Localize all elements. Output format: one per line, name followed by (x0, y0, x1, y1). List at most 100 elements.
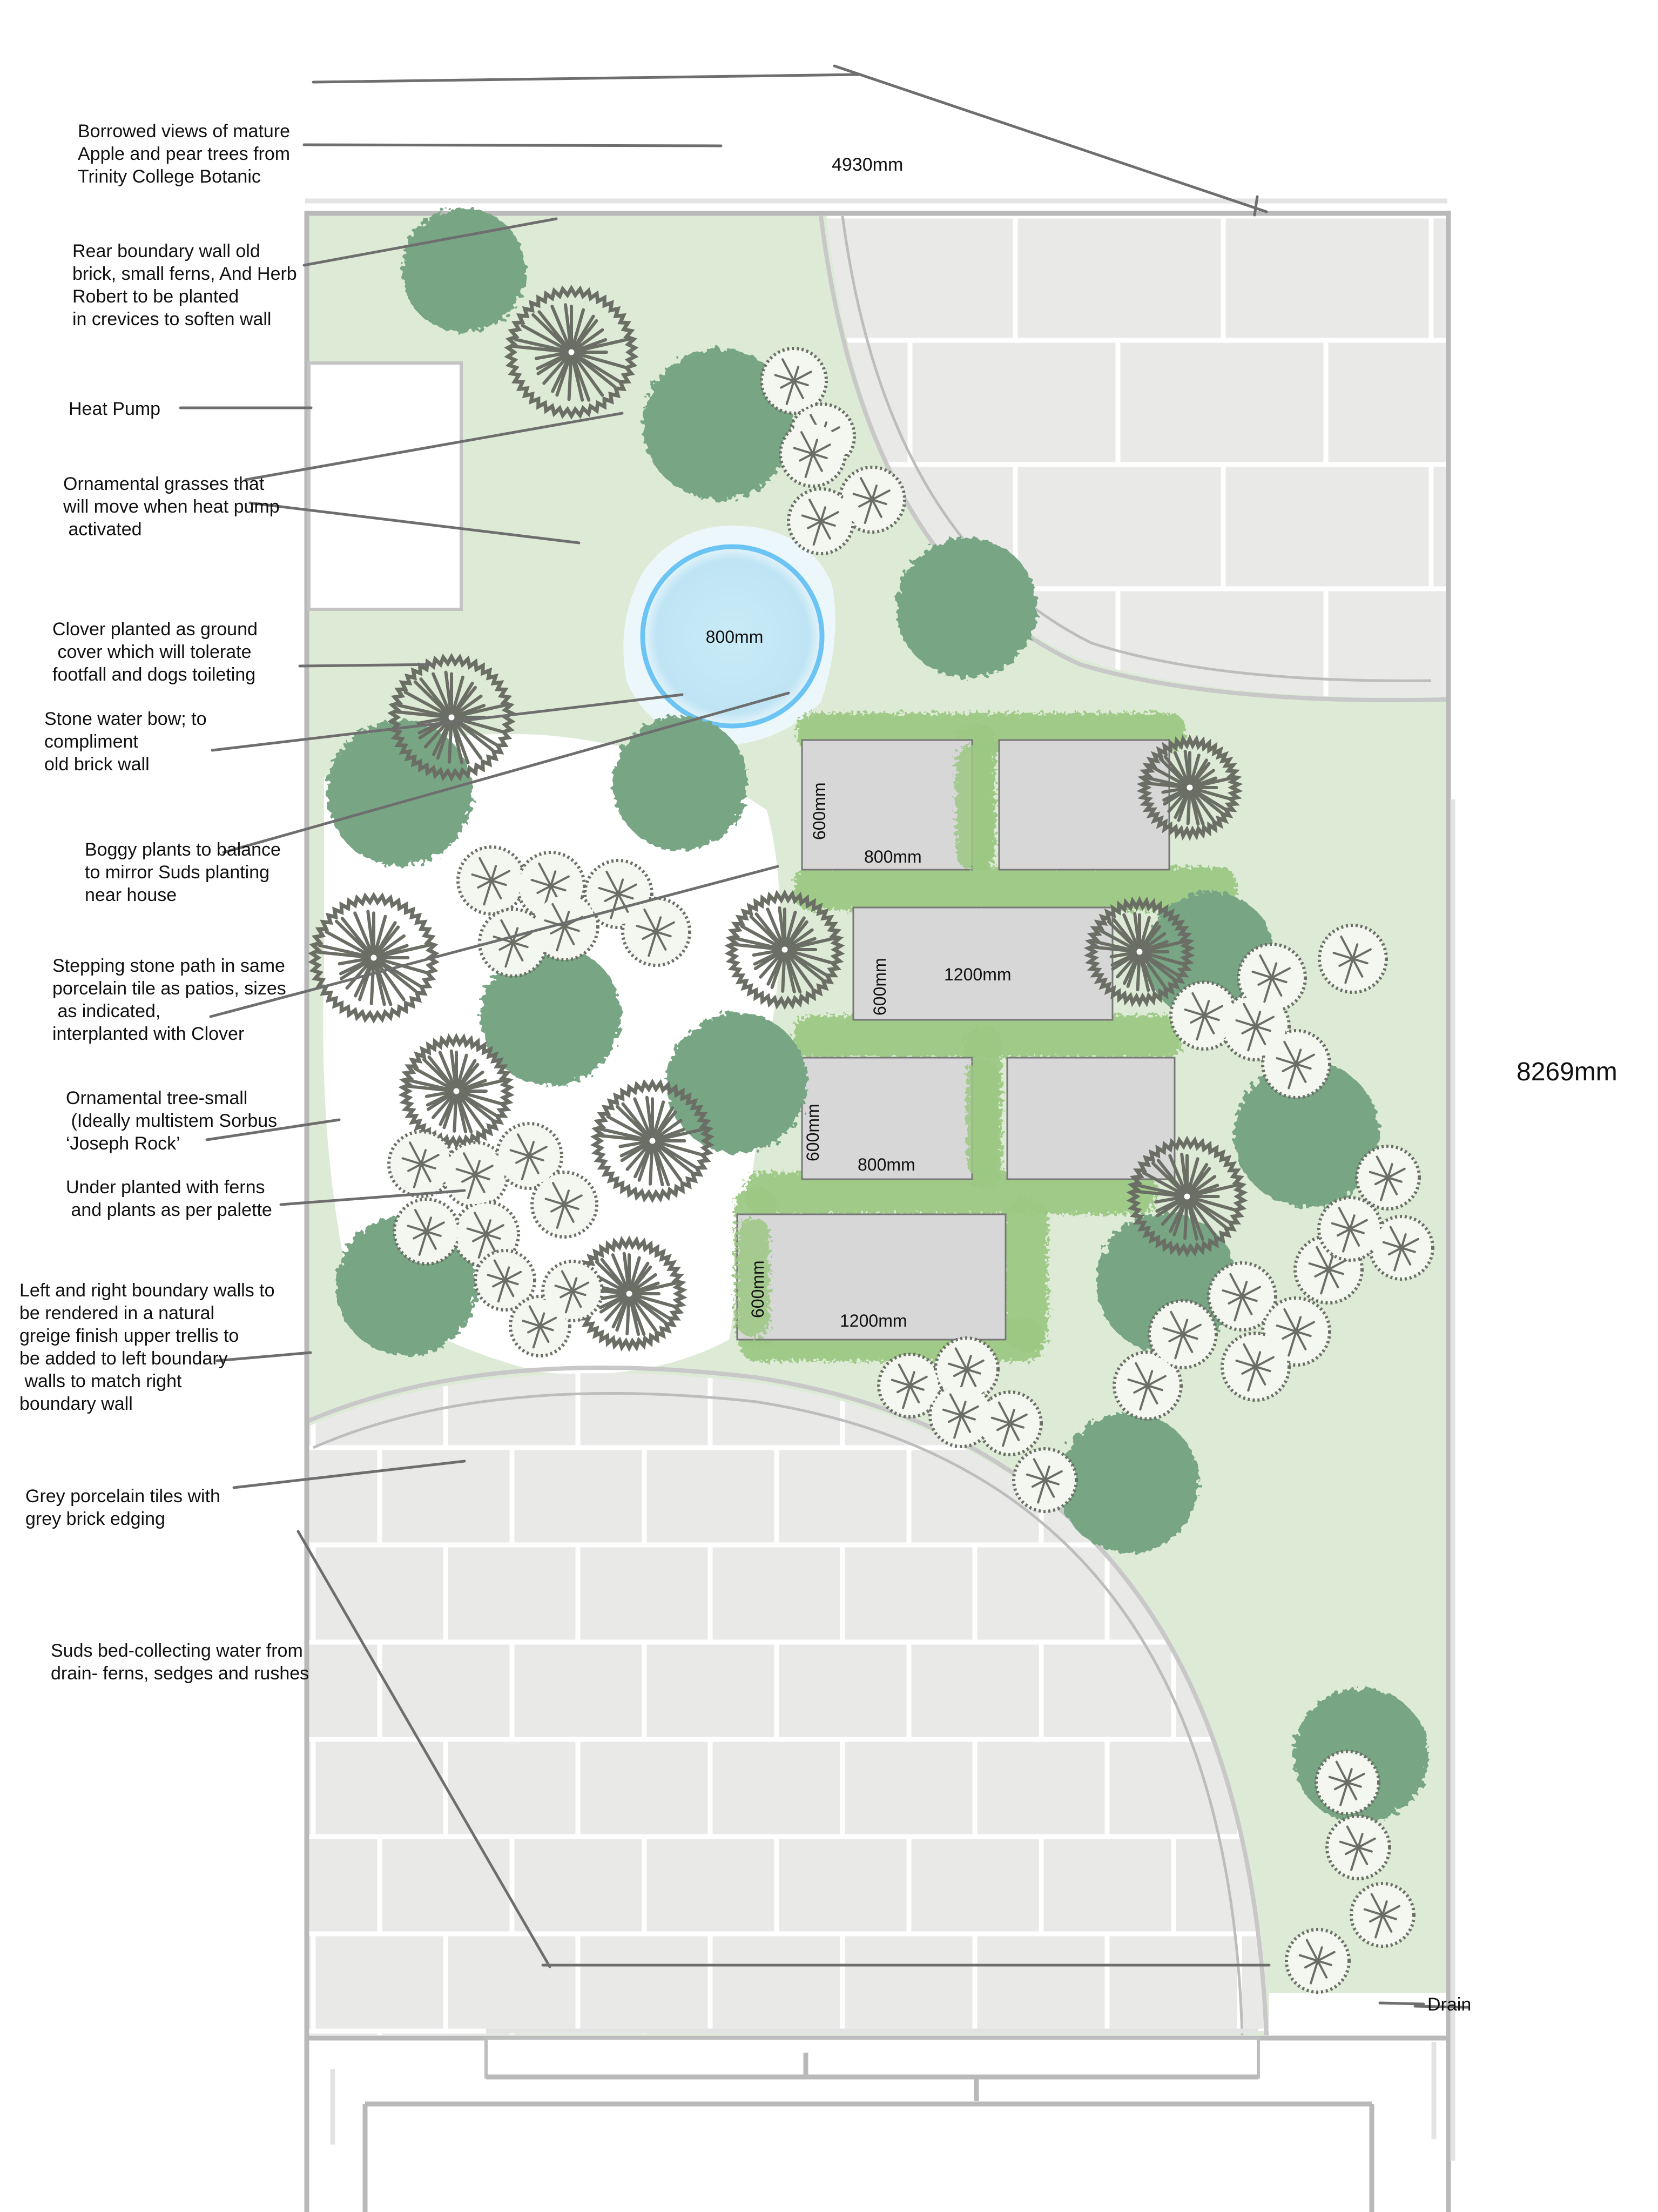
annotation-line: Grey porcelain tiles with (25, 1486, 220, 1507)
paving-tile (1323, 338, 1446, 467)
shrub-symbol (1059, 1413, 1199, 1553)
annotation-line: be rendered in a natural (19, 1303, 214, 1323)
paving-tile (509, 1639, 647, 1742)
stone-row3-width: 800mm (858, 1155, 915, 1174)
shrub-symbol (613, 716, 748, 851)
paving-tile (1013, 462, 1226, 591)
boundary-walls (304, 198, 1455, 2212)
paving-tile (1221, 462, 1434, 591)
paving-tile (906, 1639, 1044, 1742)
paving-tile (309, 2028, 382, 2035)
stone-row3-height: 600mm (803, 1104, 823, 1161)
paving-tile (840, 1931, 978, 2034)
annotation-clover: Clover planted as ground cover which wil… (52, 619, 258, 685)
ornamental-grass-symbol (308, 891, 440, 1024)
fern-cluster-symbol (1169, 924, 1388, 1099)
fern-cluster-symbol (456, 845, 691, 978)
annotation-line: footfall and dogs toileting (52, 664, 255, 685)
paving-tile (1039, 1834, 1176, 1937)
house-patio-edge-inner (312, 1392, 1244, 2035)
rear-patio-edge (819, 216, 1446, 703)
fern-cluster-symbol (760, 347, 906, 555)
paving-tile (377, 2028, 515, 2035)
house-step (484, 2036, 1260, 2079)
annotation-line: activated (63, 519, 142, 540)
leader-porcelain-tiles (232, 1460, 466, 1489)
annotation-line: Ornamental grasses that (63, 474, 265, 494)
shrub-symbol (643, 348, 794, 500)
paving-tile (972, 1542, 1110, 1645)
annotation-line: compliment (44, 731, 138, 752)
annotation-line: cover which will tolerate (52, 642, 251, 662)
fern-cluster-symbol (1285, 1750, 1416, 1994)
annotation-ornamental-tree: Ornamental tree-small (Ideally multistem… (66, 1088, 277, 1154)
annotation-line: as indicated, (52, 1001, 160, 1021)
stepping-stone (801, 1057, 973, 1180)
annotation-leaders (179, 143, 1470, 2009)
annotation-line: Robert to be planted (72, 286, 239, 307)
paving-tile (840, 1542, 978, 1645)
paving-tile (1104, 1931, 1242, 2034)
stone-row2-width: 1200mm (944, 965, 1012, 984)
ornamental-grass-symbol (590, 1078, 715, 1204)
shrub-symbol (401, 208, 525, 332)
width-tick (1253, 195, 1259, 217)
stone-row2-height: 600mm (870, 958, 889, 1016)
annotation-line: Left and right boundary walls to (19, 1280, 275, 1301)
paving-tile (1221, 215, 1434, 343)
width-dimension-line (833, 64, 1268, 213)
drain-channel (1269, 1993, 1446, 2035)
paving-tile (642, 1445, 779, 1548)
annotation-line: Heat Pump (69, 399, 160, 419)
annotation-line: Clover planted as ground (52, 619, 258, 640)
paving-tile (1428, 215, 1446, 343)
leader-boggy-plants (222, 691, 790, 854)
paving-tile (575, 1931, 713, 2034)
stone-row1-width: 800mm (864, 847, 922, 866)
paving-tile (377, 1639, 515, 1742)
stone-water-bowl: 800mm (623, 526, 835, 745)
annotation-line: to mirror Suds planting (85, 862, 269, 883)
ornamental-grass-symbol (504, 285, 639, 420)
annotation-line: Under planted with ferns (66, 1177, 265, 1198)
stepping-stone (1006, 1057, 1176, 1180)
ornamental-grass-symbol (398, 1033, 515, 1149)
annotation-line: Apple and pear trees from (78, 144, 290, 164)
annotation-line: ‘Joseph Rock’ (66, 1133, 180, 1154)
annotation-drain: Drain (1427, 1994, 1471, 2015)
leader-grasses-1 (244, 412, 624, 481)
annotation-line: grey brick edging (25, 1509, 165, 1529)
paving-tile (707, 1737, 845, 1839)
stone-row4-width: 1200mm (840, 1311, 907, 1330)
annotation-line: Borrowed views of mature (78, 121, 290, 142)
shrub-symbol (327, 720, 473, 866)
leader-borrowed-views (302, 143, 723, 147)
leader-boundary-walls (215, 1351, 312, 1362)
paving-tile (1039, 1639, 1176, 1742)
annotation-line: near house (85, 885, 177, 905)
paving-tile (972, 1931, 1110, 2034)
leader-stepping-stones (209, 865, 779, 1018)
paving-tile (707, 1542, 845, 1645)
ornamental-grass-symbol (1136, 734, 1243, 841)
paving-tile (443, 1542, 581, 1645)
paving-tile (907, 338, 1121, 467)
paving-tile (1013, 215, 1226, 343)
water-bowl-dimension: 800mm (706, 627, 764, 647)
shrub-symbol (1234, 1061, 1380, 1207)
paving-tile (826, 215, 1018, 343)
paving-tile (642, 1834, 779, 1937)
rear-patio-edge-inner (841, 216, 1432, 682)
length-dimension: 8269mm (1517, 1058, 1617, 1086)
annotation-line: (Ideally multistem Sorbus (66, 1111, 277, 1131)
paving-tile (774, 1639, 912, 1742)
annotation-line: Rear boundary wall old (72, 241, 260, 261)
shrub-symbol (897, 537, 1037, 678)
